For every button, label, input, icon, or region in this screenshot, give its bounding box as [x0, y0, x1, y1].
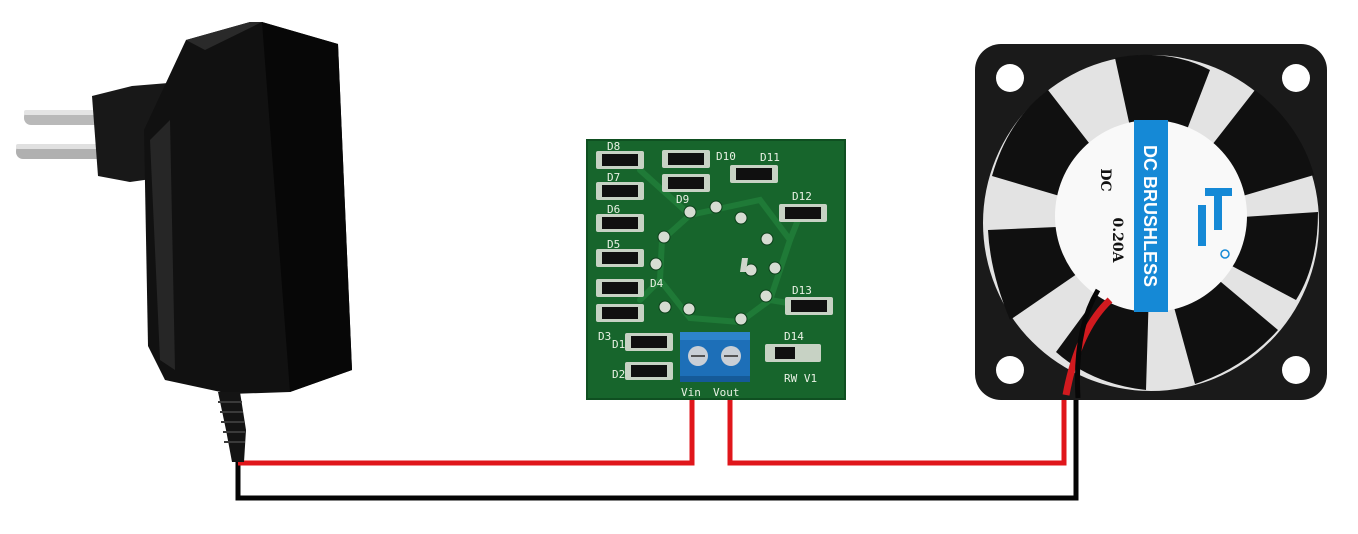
svg-text:D8: D8	[607, 140, 620, 153]
board-version-label: RW V1	[784, 372, 817, 385]
svg-text:D12: D12	[792, 190, 812, 203]
terminal-vin-label: Vin	[681, 386, 701, 399]
svg-text:D1: D1	[612, 338, 625, 351]
fan-current-text: 0.20A	[1109, 218, 1125, 264]
negative-wire	[238, 398, 1076, 498]
svg-text:D10: D10	[716, 150, 736, 163]
svg-text:D5: D5	[607, 238, 620, 251]
svg-text:D2: D2	[612, 368, 625, 381]
fan-dc-text: DC	[1097, 168, 1113, 191]
screw-terminal	[680, 332, 750, 382]
svg-text:D4: D4	[650, 277, 664, 290]
svg-text:D3: D3	[598, 330, 611, 343]
wiring	[238, 392, 1076, 498]
cooling-fan: DC BRUSHLESS DC 0.20A	[975, 44, 1327, 400]
power-adapter	[16, 22, 352, 462]
svg-text:D11: D11	[760, 151, 780, 164]
svg-text:D14: D14	[784, 330, 804, 343]
terminal-vout-label: Vout	[713, 386, 740, 399]
pcb-board: D8 D7 D6 D5 D4	[587, 140, 845, 399]
svg-text:D6: D6	[607, 203, 620, 216]
fan-brand-text: DC BRUSHLESS	[1140, 145, 1160, 287]
positive-wire-out	[730, 392, 1064, 463]
svg-text:D13: D13	[792, 284, 812, 297]
svg-text:D7: D7	[607, 171, 620, 184]
svg-text:D9: D9	[676, 193, 689, 206]
positive-wire-in	[238, 392, 692, 463]
